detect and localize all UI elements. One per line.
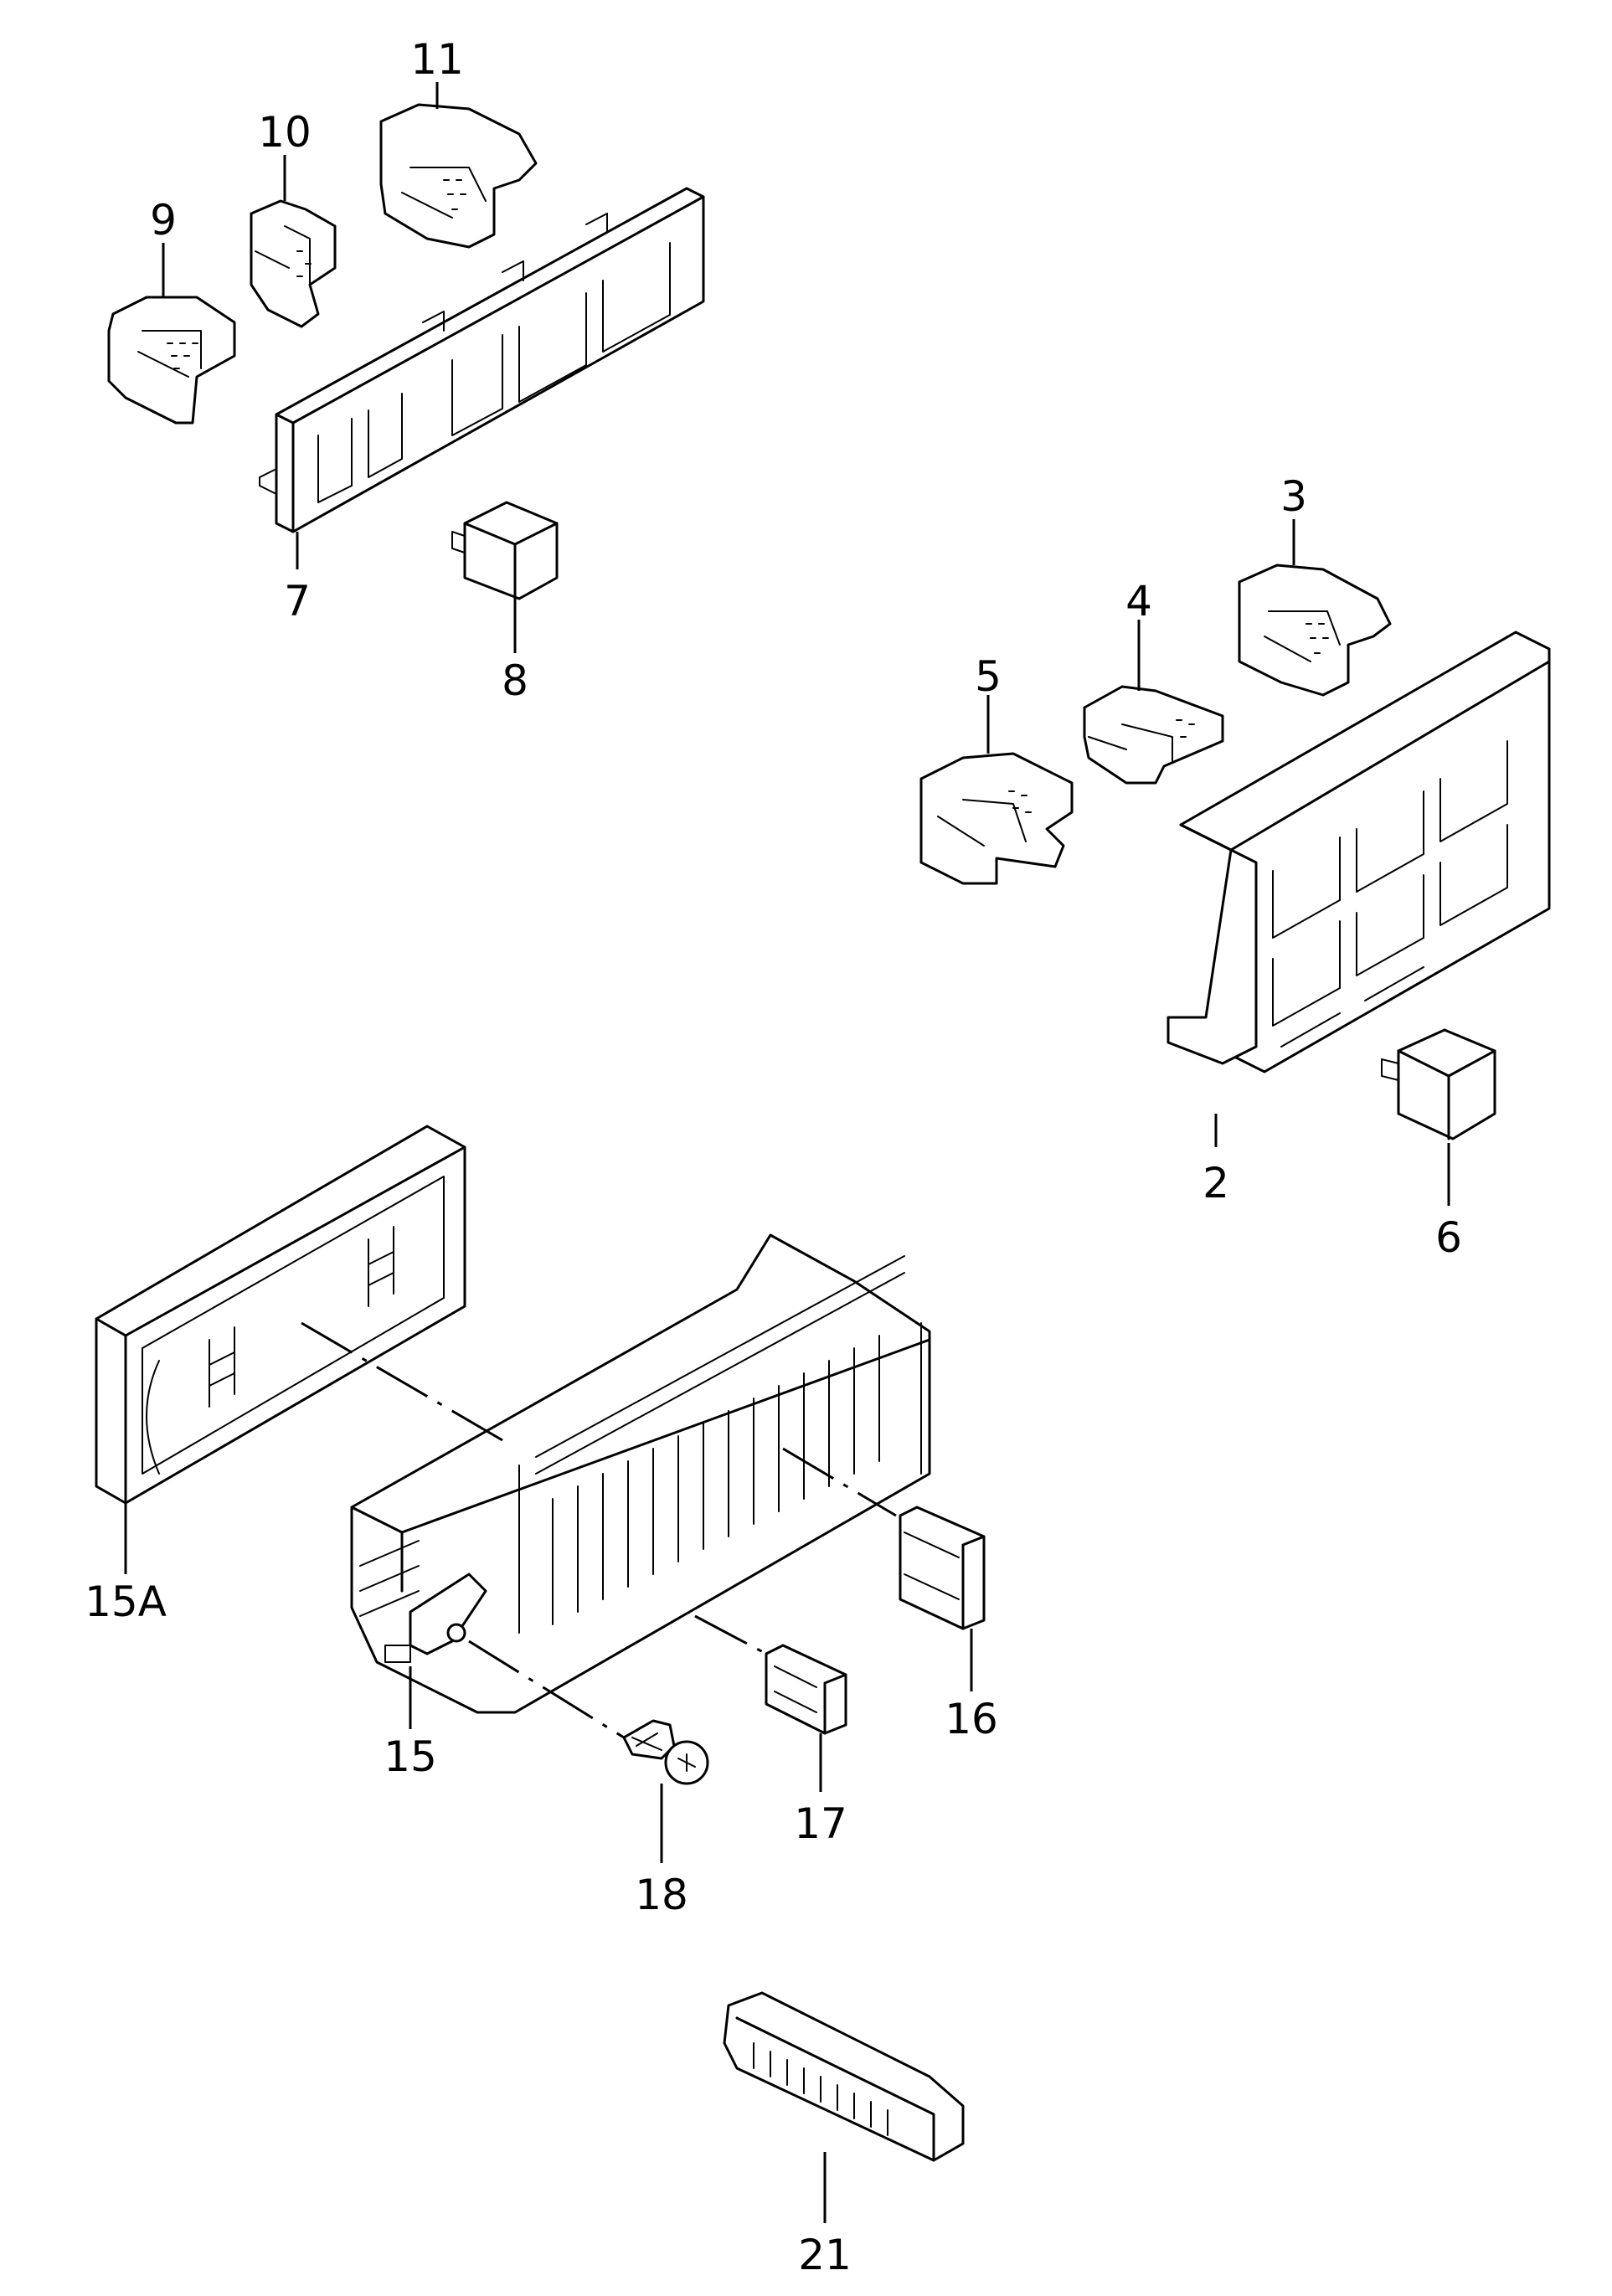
centerline-cover bbox=[301, 1321, 503, 1442]
connector-3 bbox=[1238, 564, 1392, 697]
centerline-screw bbox=[468, 1640, 625, 1739]
label-part-21: 21 bbox=[798, 2231, 852, 2279]
label-part-3: 3 bbox=[1280, 472, 1307, 521]
label-part-16: 16 bbox=[945, 1695, 998, 1743]
relay-carrier-strip bbox=[259, 187, 705, 533]
label-part-11: 11 bbox=[410, 35, 464, 84]
fuse-holder-body bbox=[350, 1233, 931, 1714]
connector-10 bbox=[250, 199, 337, 328]
relay-bracket bbox=[1167, 631, 1551, 1073]
label-part-17: 17 bbox=[794, 1799, 847, 1848]
label-part-15a: 15A bbox=[85, 1578, 167, 1626]
centerline-fuse-17 bbox=[694, 1614, 767, 1655]
label-part-8: 8 bbox=[502, 656, 528, 705]
connector-5 bbox=[919, 752, 1074, 885]
relay-8 bbox=[451, 501, 559, 600]
connector-4 bbox=[1083, 685, 1224, 785]
label-part-5: 5 bbox=[975, 652, 1002, 701]
label-part-6: 6 bbox=[1435, 1213, 1462, 1262]
label-part-4: 4 bbox=[1125, 577, 1152, 625]
label-part-9: 9 bbox=[150, 196, 177, 245]
centerline-fuse-16 bbox=[782, 1447, 897, 1517]
label-part-18: 18 bbox=[635, 1871, 688, 1919]
clip-21 bbox=[723, 1991, 965, 2162]
label-part-2: 2 bbox=[1203, 1159, 1229, 1207]
fuse-box-cover bbox=[95, 1125, 466, 1505]
label-part-7: 7 bbox=[284, 577, 311, 625]
label-part-10: 10 bbox=[258, 108, 312, 157]
part-labels: 2 3 4 5 6 7 8 9 10 11 15 15A 16 17 18 21 bbox=[85, 35, 1462, 2279]
fuse-17 bbox=[765, 1644, 847, 1735]
leader-lines bbox=[124, 82, 1450, 2223]
relay-6 bbox=[1381, 1028, 1496, 1140]
connector-9 bbox=[107, 296, 236, 425]
screw-18 bbox=[622, 1719, 709, 1785]
connector-11 bbox=[379, 103, 538, 249]
label-part-15: 15 bbox=[384, 1732, 437, 1781]
fuse-16 bbox=[899, 1506, 986, 1630]
